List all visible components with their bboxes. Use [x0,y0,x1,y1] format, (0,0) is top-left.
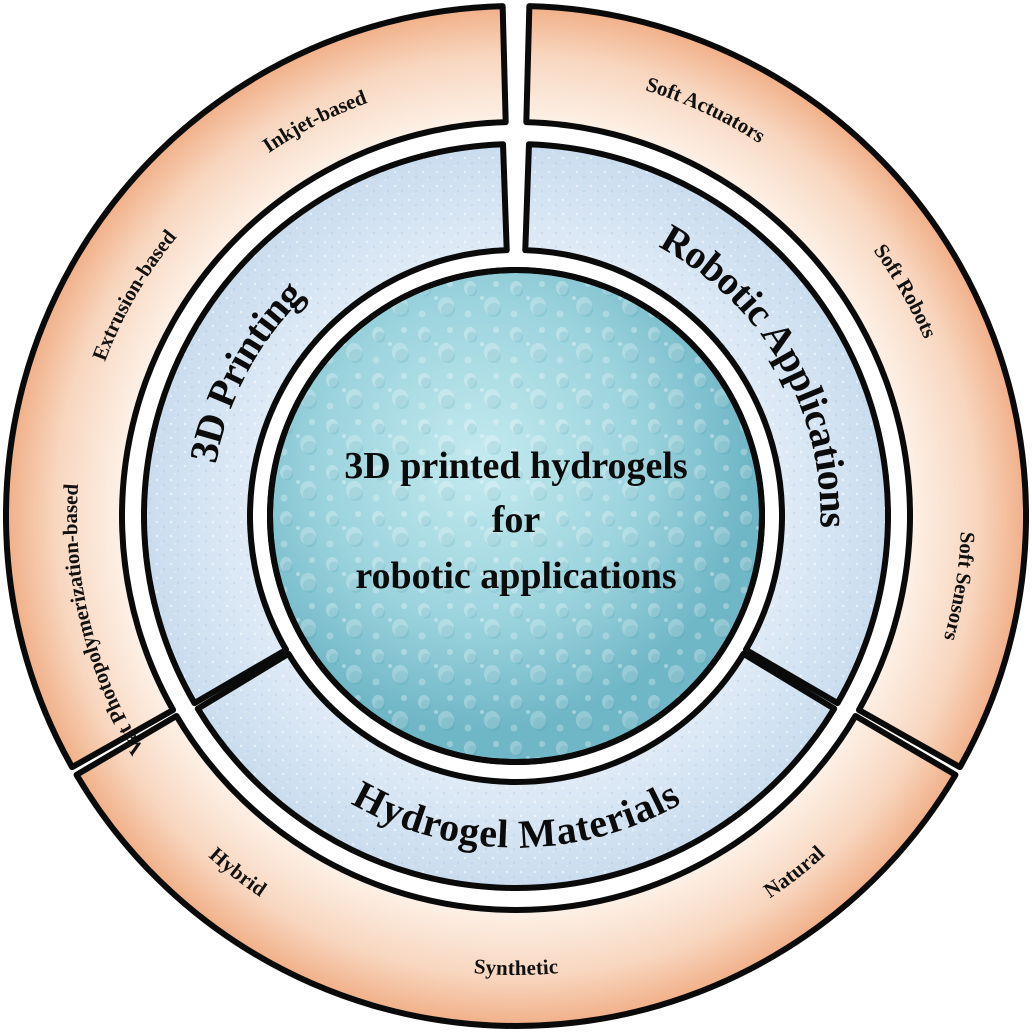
center-title-line-1: 3D printed hydrogels [344,445,687,487]
outer-segment-robotic [523,3,1030,771]
inner-segment-texture-robotic [528,147,885,699]
outer-segment-materials [73,712,959,1029]
segment-item-materials-1: Synthetic [473,954,559,980]
center-disc: 3D printed hydrogels for robotic applica… [267,267,765,765]
inner-ring [141,141,891,892]
outer-ring [2,3,1030,1029]
inner-segment-texture-printing [147,147,504,699]
outer-segment-printing [2,3,509,771]
center-title-line-2: for [492,499,541,541]
center-title-line-3: robotic applications [355,555,676,597]
inner-segment-texture-materials [202,657,830,886]
